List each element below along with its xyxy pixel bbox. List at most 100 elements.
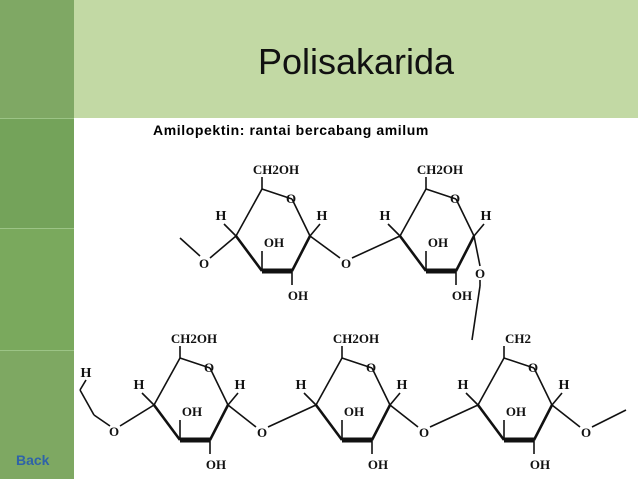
hydrogen-label: H [216,209,227,224]
bond-line [551,392,563,406]
bond-line [473,235,481,267]
bond-line [179,357,211,369]
hydroxyl-label: OH [530,457,550,472]
sidebar-divider [0,350,74,351]
bond-line [389,404,419,428]
bond-line [141,392,155,406]
hydroxyl-label: OH [452,288,472,303]
bond-line [503,357,535,369]
slide-subtitle: Amilopektin: rantai bercabang amilum [153,122,429,138]
bond-line [290,235,312,272]
hydroxyl-label: OH [368,457,388,472]
ring-oxygen-label: O [528,360,538,375]
bond-line [79,389,95,416]
bond-line [371,367,391,406]
bond-line [425,188,457,200]
sidebar-divider [0,228,74,229]
bond-line [315,357,343,406]
bond-line [291,198,311,237]
branch-oxygen-label: O [475,266,485,281]
back-link[interactable]: Back [16,452,50,468]
bond-line [399,188,427,237]
bond-line [209,367,229,406]
slide-title: Polisakarida [257,41,455,82]
bond-line [455,198,475,237]
bond-line [476,404,506,441]
hydrogen-label: H [458,378,469,393]
ring-oxygen-label: O [450,191,460,206]
bond-line [533,367,553,406]
hydroxyl-label: OH [506,404,526,419]
bond-line [179,237,201,257]
sidebar-tile-microscope [0,0,74,118]
ch2-branch-label: CH2 [505,331,531,346]
bond-line [227,392,239,406]
bond-line [314,404,344,441]
hydrogen-label: H [317,209,328,224]
bond-line [153,357,181,406]
bond-line [267,404,317,428]
bond-line [119,404,155,427]
hydrogen-label: H [380,209,391,224]
ch2oh-label: CH2OH [253,162,299,177]
bond-line [152,404,182,441]
bond-line [471,285,481,341]
bond-line [208,404,230,441]
bond-line [370,404,392,441]
bond-line [387,223,401,237]
ring-oxygen-label: O [204,360,214,375]
ring-oxygen-label: O [286,191,296,206]
bond-line [93,414,111,427]
bond-line [551,404,581,428]
bond-line [465,392,479,406]
ch2oh-label: CH2OH [171,331,217,346]
bond-line [398,235,428,272]
hydrogen-label: H [296,378,307,393]
sidebar-tile-flask [0,118,74,228]
ch2oh-label: CH2OH [333,331,379,346]
hydroxyl-label: OH [428,235,448,250]
hydroxyl-label: OH [182,404,202,419]
hydroxyl-label: OH [344,404,364,419]
bond-line [309,223,321,237]
glycosidic-oxygen-label: O [257,425,267,440]
hydrogen-label: H [481,209,492,224]
glycosidic-oxygen-label: O [581,425,591,440]
glycosidic-oxygen-label: O [419,425,429,440]
hydrogen-label: H [235,378,246,393]
bond-line [532,404,554,441]
bond-line [454,235,476,272]
sidebar-divider [0,118,74,119]
bond-line [389,392,401,406]
hydrogen-label: H [559,378,570,393]
hydroxyl-label: OH [288,288,308,303]
bond-line [309,235,341,259]
hydroxyl-label: OH [206,457,226,472]
bond-line [79,379,87,391]
bond-line [227,404,257,428]
hydroxyl-label: OH [264,235,284,250]
bond-line [473,223,485,237]
bond-line [351,235,401,259]
hydrogen-label: H [81,366,92,381]
glycosidic-oxygen-label: O [199,256,209,271]
bond-line [429,404,479,428]
sidebar-tile-plain [0,350,74,479]
ch2oh-label: CH2OH [417,162,463,177]
bond-line [303,392,317,406]
bond-line [234,235,264,272]
glycosidic-oxygen-label: O [109,424,119,439]
bond-line [261,188,293,200]
bond-line [341,357,373,369]
sidebar-tile-magnifier [0,228,74,350]
bond-line [209,235,237,259]
bond-line [223,223,237,237]
bond-line [235,188,263,237]
bond-line [477,357,505,406]
left-decorative-sidebar: Back [0,0,74,479]
ring-oxygen-label: O [366,360,376,375]
hydrogen-label: H [397,378,408,393]
glycosidic-oxygen-label: O [341,256,351,271]
hydrogen-label: H [134,378,145,393]
